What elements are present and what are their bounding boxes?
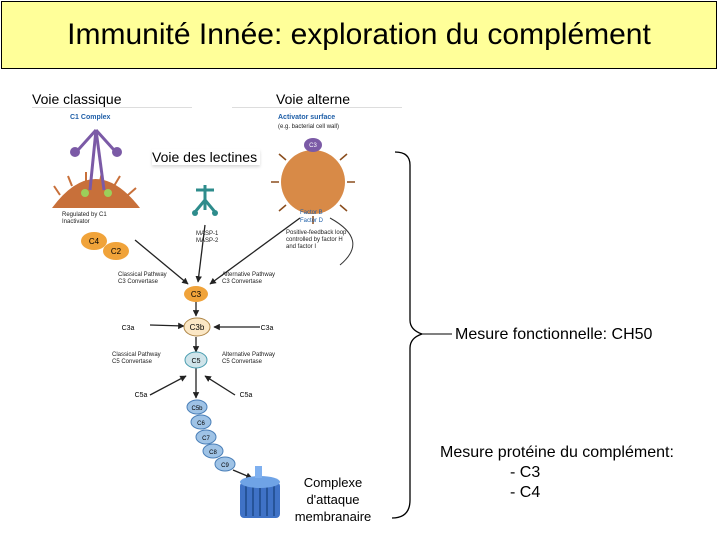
bubble-c6-label: C6 — [197, 421, 205, 427]
label-classical-pathway: Voie classique — [32, 91, 192, 108]
bubble-c5b-label: C5b — [191, 406, 203, 412]
bubble-c8: C8 — [202, 443, 224, 459]
label-classical-text: Voie classique — [32, 91, 122, 107]
factor-d-label: Factor D — [300, 218, 324, 224]
bubble-c5-label: C5 — [192, 358, 201, 365]
activator-surface-label: Activator surface — [278, 114, 336, 121]
masp-1-label: MASP-1 — [196, 231, 219, 237]
c1-complex-figure — [52, 128, 140, 208]
alternative-c5-line1: Alternative Pathway — [222, 352, 276, 358]
c3a-left-label: C3a — [122, 325, 135, 332]
label-alternative-pathway: Voie alterne — [232, 91, 402, 108]
label-lectin-text: Voie des lectines — [152, 149, 258, 165]
mac-label-line3: membranaire — [294, 509, 372, 524]
bubble-c2: C2 — [103, 242, 129, 260]
bubble-c5b: C5b — [186, 399, 208, 415]
bubble-c3-label: C3 — [191, 290, 202, 299]
mac-label-line2: d'attaque — [306, 492, 360, 507]
functional-measure: Mesure fonctionnelle: CH50 — [455, 326, 653, 343]
mac-label-line1: Complexe — [303, 475, 363, 490]
activator-note: (e.g. bacterial cell wall) — [278, 124, 340, 130]
classical-c3-line1: Classical Pathway — [118, 272, 167, 278]
protein-measure-title: Mesure protéine du complément: — [440, 444, 674, 461]
factor-b-label: Factor B — [300, 210, 323, 216]
bubble-c7: C7 — [195, 429, 217, 445]
label-alternative-text: Voie alterne — [276, 91, 350, 107]
pathway-arrows — [134, 217, 301, 479]
masp-2-label: MASP-2 — [196, 238, 219, 244]
alternative-c3-line2: C3 Convertase — [222, 279, 263, 285]
classical-c5-line2: C5 Convertase — [112, 359, 153, 365]
bubble-c4-label: C4 — [89, 237, 100, 246]
feedback-line3: and factor I — [286, 244, 317, 250]
bubble-c3: C3 — [184, 286, 208, 302]
feedback-line1: Positive-feedback loop — [286, 230, 347, 236]
bubble-c7-label: C7 — [202, 436, 210, 442]
mac-pore-figure — [240, 466, 280, 518]
protein-measure-c3: - C3 — [510, 464, 541, 481]
bubble-c9: C9 — [214, 456, 236, 472]
bubble-c3-top: C3 — [309, 143, 317, 149]
protein-measure: Mesure protéine du complément: - C3 - C4 — [440, 443, 674, 503]
c1-complex-label: C1 Complex — [70, 114, 111, 121]
regulated-by-line2: Inactivator — [62, 219, 90, 225]
slide-title: Immunité Innée: exploration du complémen… — [67, 18, 651, 51]
feedback-loop — [329, 217, 354, 266]
bracket — [391, 151, 423, 519]
bubble-c2-label: C2 — [111, 247, 122, 256]
c5a-left-label: C5a — [135, 392, 148, 399]
feedback-line2: controlled by factor H — [286, 237, 343, 243]
label-lectin-pathway: Voie des lectines — [152, 149, 260, 165]
alternative-c5-line2: C5 Convertase — [222, 359, 263, 365]
classical-c5-line1: Classical Pathway — [112, 352, 161, 358]
bubble-c5: C5 — [184, 351, 208, 369]
regulated-by-line1: Regulated by C1 — [62, 212, 107, 218]
title-banner: Immunité Innée: exploration du complémen… — [1, 1, 717, 69]
alternative-c3-line1: Alternative Pathway — [222, 272, 276, 278]
activator-surface-figure — [271, 138, 355, 224]
bubble-c9-label: C9 — [221, 463, 229, 469]
bubble-c6: C6 — [190, 414, 212, 430]
c3a-right-label: C3a — [261, 325, 274, 332]
bubble-c3b: C3b — [183, 317, 211, 337]
protein-measure-c4: - C4 — [510, 484, 541, 501]
classical-c3-line2: C3 Convertase — [118, 279, 159, 285]
mac-label: Complexe d'attaque membranaire — [283, 474, 383, 525]
bubble-c3b-label: C3b — [190, 323, 205, 332]
mbl-figure — [192, 185, 218, 216]
bubble-c3-top-label: C3 — [309, 143, 317, 149]
c5a-right-label: C5a — [240, 392, 253, 399]
bubble-c4: C4 — [81, 232, 107, 250]
bubble-c8-label: C8 — [209, 450, 217, 456]
